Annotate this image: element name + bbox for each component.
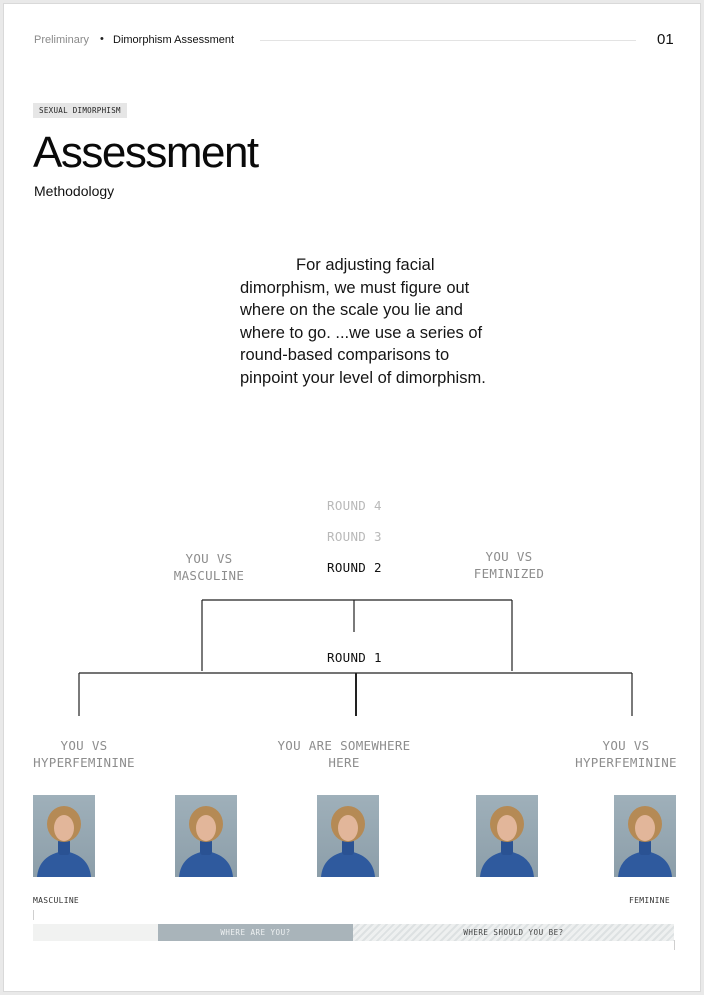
round1-left-line2: HYPERFEMININE	[33, 755, 135, 770]
round-4-label: ROUND 4	[327, 498, 382, 513]
round1-right-label: YOU VS HYPERFEMININE	[561, 737, 691, 771]
round2-left-line2: MASCULINE	[173, 568, 245, 583]
round-1-label: ROUND 1	[327, 650, 382, 665]
document-page: Preliminary • Dimorphism Assessment 01 S…	[3, 3, 701, 992]
breadcrumb-preliminary[interactable]: Preliminary	[34, 34, 90, 46]
round-2-label: ROUND 2	[327, 560, 382, 575]
page-number: 01	[657, 31, 674, 48]
portrait-photo-current[interactable]	[317, 795, 379, 877]
portrait-illustration	[618, 806, 672, 877]
breadcrumb-separator: •	[100, 33, 104, 45]
portrait-photo-2[interactable]	[175, 795, 237, 877]
current-position-segment[interactable]: WHERE ARE YOU?	[158, 924, 353, 941]
round2-right-label: YOU VS FEMINIZED	[454, 548, 564, 582]
scale-right-label: FEMININE	[629, 896, 670, 905]
round1-right-line2: HYPERFEMININE	[575, 755, 677, 770]
portrait-illustration	[480, 806, 534, 877]
scale-left-label: MASCULINE	[33, 896, 80, 905]
round1-left-label: YOU VS HYPERFEMININE	[19, 737, 149, 771]
target-position-segment[interactable]: WHERE SHOULD YOU BE?	[353, 924, 674, 941]
round1-left-line1: YOU VS	[60, 738, 108, 753]
round2-right-line1: YOU VS	[485, 549, 533, 564]
breadcrumb-current: Dimorphism Assessment	[113, 34, 235, 46]
header-divider	[260, 40, 636, 41]
round1-right-line1: YOU VS	[602, 738, 650, 753]
round1-center-label: YOU ARE SOMEWHERE HERE	[259, 737, 429, 771]
portrait-illustration	[179, 806, 233, 877]
round2-right-line2: FEMINIZED	[473, 566, 545, 581]
section-tag: SEXUAL DIMORPHISM	[33, 103, 127, 118]
intro-paragraph: For adjusting facial dimorphism, we must…	[240, 256, 486, 387]
portrait-illustration	[321, 806, 375, 877]
page-title: Assessment	[33, 128, 259, 177]
round2-left-label: YOU VS MASCULINE	[154, 550, 264, 584]
round1-center-line2: HERE	[328, 755, 360, 770]
portrait-photo-4[interactable]	[476, 795, 538, 877]
scale-right-tick	[674, 940, 675, 950]
scale-left-tick	[33, 910, 34, 920]
portrait-photo-feminine[interactable]	[614, 795, 676, 877]
portrait-photo-masculine[interactable]	[33, 795, 95, 877]
bracket-diagram	[78, 599, 633, 716]
page-subtitle: Methodology	[34, 183, 115, 199]
round2-left-line1: YOU VS	[185, 551, 233, 566]
portrait-illustration	[37, 806, 91, 877]
round1-center-line1: YOU ARE SOMEWHERE	[277, 738, 411, 753]
round-3-label: ROUND 3	[327, 529, 382, 544]
